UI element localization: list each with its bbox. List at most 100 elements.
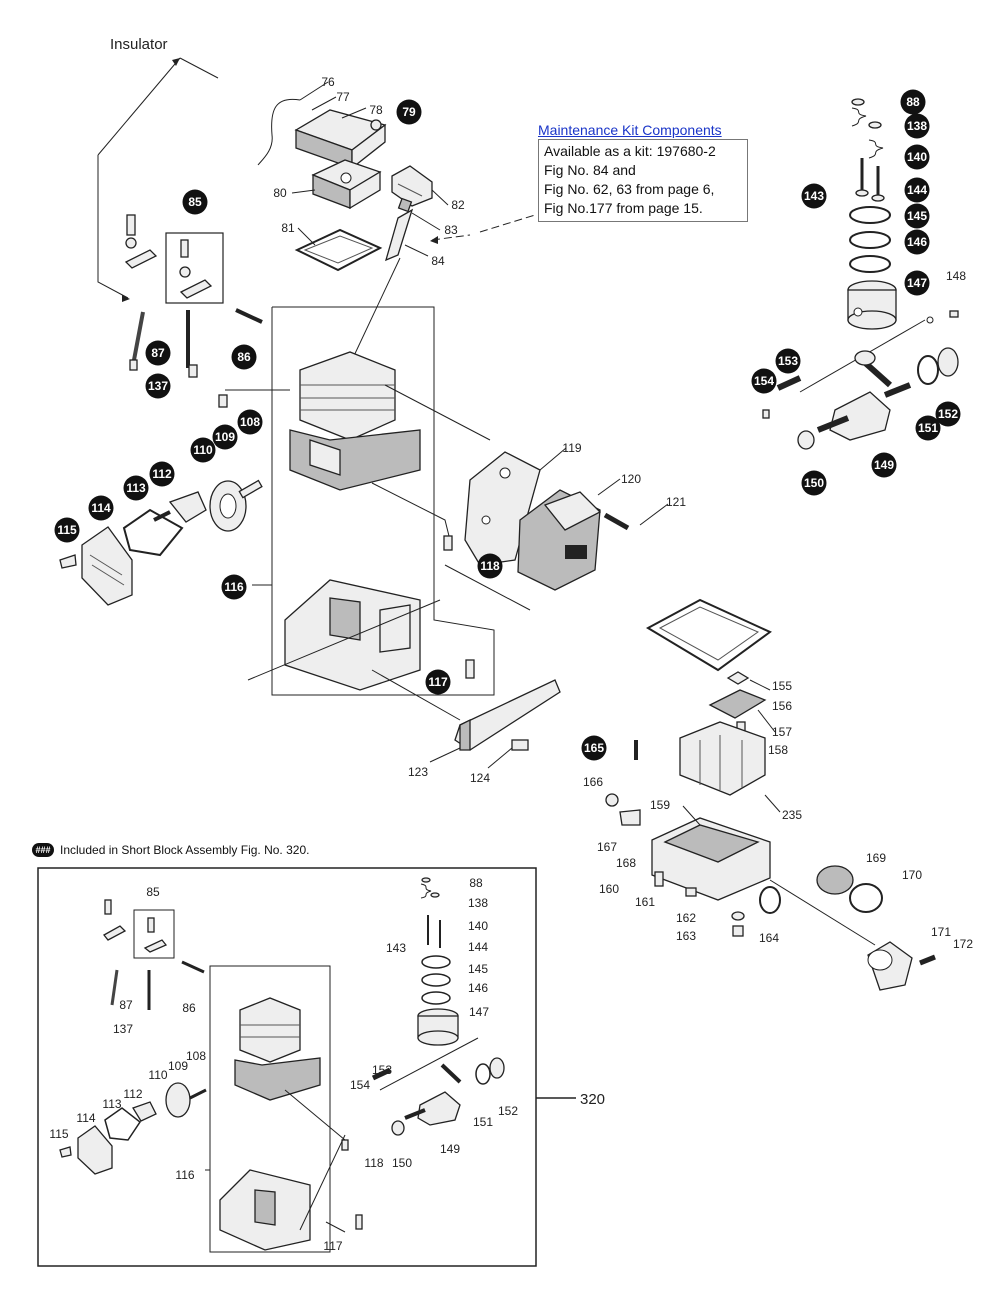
part-number: 235 (782, 808, 802, 822)
part-label-158: 158 (768, 743, 788, 757)
kit-line: Fig No.177 from page 15. (544, 200, 703, 216)
part-label-137: 137 (145, 373, 171, 399)
legend-text: Included in Short Block Assembly Fig. No… (60, 843, 310, 857)
inset-part-label-144: 144 (468, 940, 488, 954)
inset-part-label-154: 154 (350, 1078, 370, 1092)
kit-title[interactable]: Maintenance Kit Components (538, 122, 722, 138)
part-badge (915, 415, 941, 441)
part-number: 165 (584, 741, 604, 755)
oil-tank (651, 817, 771, 901)
part-number: 147 (907, 276, 927, 290)
inset-part-label-143: 143 (386, 941, 406, 955)
piston-rings (849, 206, 891, 273)
short-block-box (37, 867, 537, 1267)
part-label-76: 76 (321, 75, 335, 89)
crankcase (284, 579, 421, 691)
part-label-154: 154 (751, 368, 777, 394)
baffle-plate (679, 721, 766, 796)
part-number: 85 (188, 195, 202, 209)
inset-part-label-151: 151 (473, 1115, 493, 1129)
inset-part-label-138: 138 (468, 896, 488, 910)
part-badge (149, 461, 175, 487)
part-label-86: 86 (231, 344, 257, 370)
inset-part-label-85: 85 (146, 885, 160, 899)
inset-part-label-112: 112 (123, 1087, 142, 1101)
part-label-145: 145 (904, 203, 930, 229)
part-badge (900, 89, 926, 115)
part-number: 171 (931, 925, 951, 939)
part-number: 82 (451, 198, 465, 212)
part-badge (751, 368, 777, 394)
rocker-kit-box (165, 232, 224, 304)
rocker-arm (124, 214, 158, 269)
part-label-115: 115 (54, 517, 80, 543)
part-number: 78 (369, 103, 383, 117)
part-label-152: 152 (935, 401, 961, 427)
part-label-121: 121 (666, 495, 686, 509)
part-number: 77 (336, 90, 350, 104)
inset-part-label-150: 150 (392, 1156, 412, 1170)
valve-cover (294, 109, 387, 170)
part-label-143: 143 (801, 183, 827, 209)
part-number: 153 (778, 354, 798, 368)
part-label-109: 109 (212, 424, 238, 450)
part-badge (581, 735, 607, 761)
kit-line: Fig No. 84 and (544, 162, 636, 178)
part-number: 123 (408, 765, 428, 779)
part-label-147: 147 (904, 270, 930, 296)
part-badge (904, 144, 930, 170)
oil-cap (816, 865, 854, 895)
part-number: 114 (91, 501, 111, 515)
part-label-146: 146 (904, 229, 930, 255)
part-number: 163 (676, 929, 696, 943)
inset-part-label-109: 109 (168, 1059, 188, 1073)
inset-part-label-116: 116 (175, 1168, 194, 1182)
inset-part-label-117: 117 (323, 1239, 342, 1253)
part-number: 156 (772, 699, 792, 713)
part-label-149: 149 (871, 452, 897, 478)
inset-part-label-87: 87 (119, 998, 133, 1012)
head-gasket (294, 228, 383, 272)
part-badge (477, 553, 503, 579)
part-number: 121 (666, 495, 686, 509)
assembly-320-label: 320 (580, 1091, 605, 1108)
part-number: 140 (907, 150, 927, 164)
part-badge (54, 517, 80, 543)
part-label-117: 117 (425, 669, 451, 695)
breather-hose (257, 98, 301, 166)
inset-part-label-115: 115 (49, 1127, 68, 1141)
part-number: 117 (428, 675, 448, 689)
inset-crankshaft (404, 1063, 462, 1126)
part-badge (904, 270, 930, 296)
part-badge (396, 99, 422, 125)
inset-part-label-146: 146 (468, 981, 488, 995)
piston (847, 280, 897, 330)
part-badge (904, 113, 930, 139)
kit-line: Fig No. 62, 63 from page 6, (544, 181, 715, 197)
tank-gasket (645, 598, 772, 672)
part-number: 112 (152, 467, 172, 481)
inset-part-label-110: 110 (148, 1068, 167, 1082)
part-badge (145, 373, 171, 399)
part-label-150: 150 (801, 470, 827, 496)
part-badge (904, 229, 930, 255)
part-label-153: 153 (775, 348, 801, 374)
part-number: 169 (866, 851, 886, 865)
part-label-156: 156 (772, 699, 792, 713)
insulator-label: Insulator (110, 36, 168, 53)
part-number: 144 (907, 183, 927, 197)
part-number: 81 (281, 221, 295, 235)
part-number: 138 (907, 119, 927, 133)
spark-plug-cap (391, 165, 433, 207)
part-number: 110 (193, 443, 213, 457)
part-label-87: 87 (145, 340, 171, 366)
part-badge (237, 409, 263, 435)
valve-cam-gear (209, 480, 247, 532)
part-badge (123, 475, 149, 501)
part-number: 87 (151, 346, 165, 360)
muffler (517, 489, 602, 591)
part-label-118: 118 (477, 553, 503, 579)
push-rod-guide (235, 308, 263, 324)
part-number: 84 (431, 254, 445, 268)
part-label-82: 82 (451, 198, 465, 212)
